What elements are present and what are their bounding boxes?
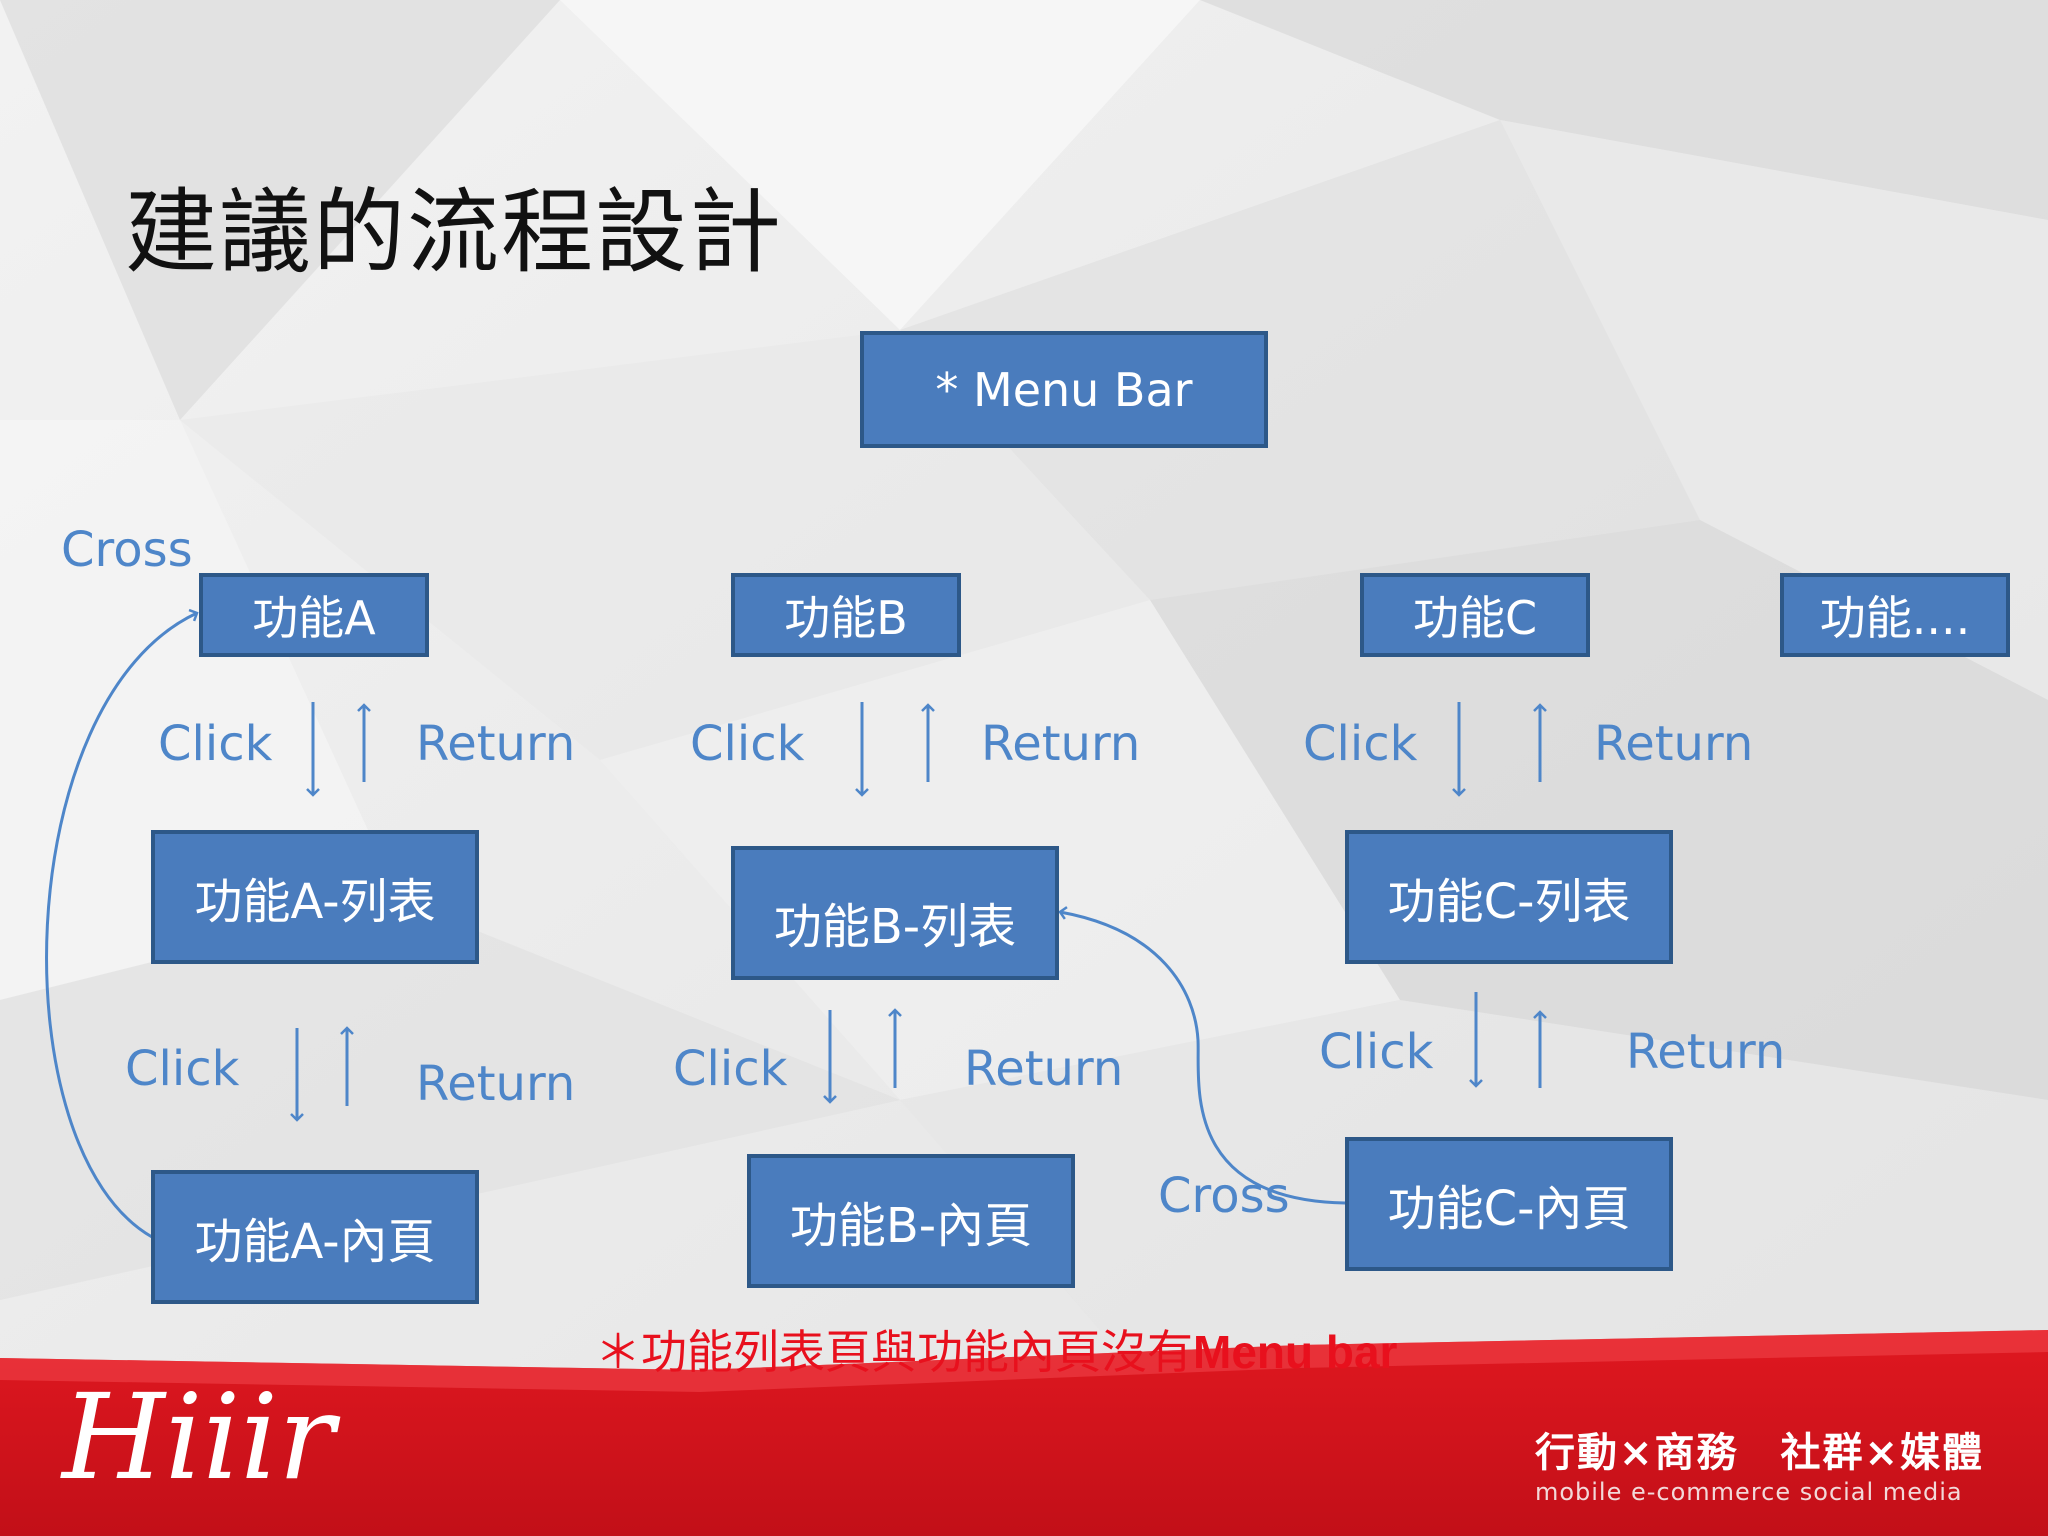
page-title: 建議的流程設計 (125, 179, 784, 286)
click-label-a2: Click (125, 1041, 240, 1097)
click-label-c1: Click (1303, 716, 1418, 772)
feature-c-list-box: 功能C-列表 (1345, 830, 1673, 964)
footer-tagline: 行動×商務 社群×媒體 mobile e-commerce social med… (1535, 1420, 1984, 1506)
feature-c-detail-box: 功能C-內頁 (1345, 1137, 1673, 1271)
tagline-cn: 行動×商務 社群×媒體 (1534, 1430, 1984, 1476)
return-label-c2: Return (1626, 1024, 1786, 1080)
click-label-b1: Click (690, 716, 805, 772)
footnote-bold: Menu bar (1193, 1326, 1398, 1378)
hiiir-logo: Hiiir (62, 1368, 335, 1506)
feature-a-box: 功能A (199, 573, 429, 657)
cross-label-a: Cross (61, 522, 193, 578)
cross-arrow-c-to-b (1058, 906, 1346, 1205)
return-label-c1: Return (1594, 716, 1754, 772)
feature-b-list-box: 功能B-列表 (731, 846, 1059, 980)
click-label-c2: Click (1319, 1024, 1434, 1080)
feature-c-box: 功能C (1360, 573, 1590, 657)
footnote-text: ＊功能列表頁與功能內頁沒有 (595, 1325, 1193, 1379)
feature-more-box: 功能.... (1780, 573, 2010, 657)
feature-a-detail-box: 功能A-內頁 (151, 1170, 479, 1304)
feature-a-list-box: 功能A-列表 (151, 830, 479, 964)
return-label-a1: Return (416, 716, 576, 772)
return-label-b1: Return (981, 716, 1141, 772)
return-label-b2: Return (964, 1041, 1124, 1097)
feature-b-box: 功能B (731, 573, 961, 657)
click-label-a1: Click (158, 716, 273, 772)
menu-bar-box: * Menu Bar (860, 331, 1268, 448)
tagline-en: mobile e-commerce social media (1534, 1478, 1963, 1506)
click-label-b2: Click (673, 1041, 788, 1097)
footnote: ＊功能列表頁與功能內頁沒有Menu bar (595, 1316, 1397, 1382)
cross-arrow-a (45, 608, 199, 1239)
feature-b-detail-box: 功能B-內頁 (747, 1154, 1075, 1288)
return-label-a2: Return (416, 1056, 576, 1112)
cross-label-c: Cross (1158, 1168, 1290, 1224)
